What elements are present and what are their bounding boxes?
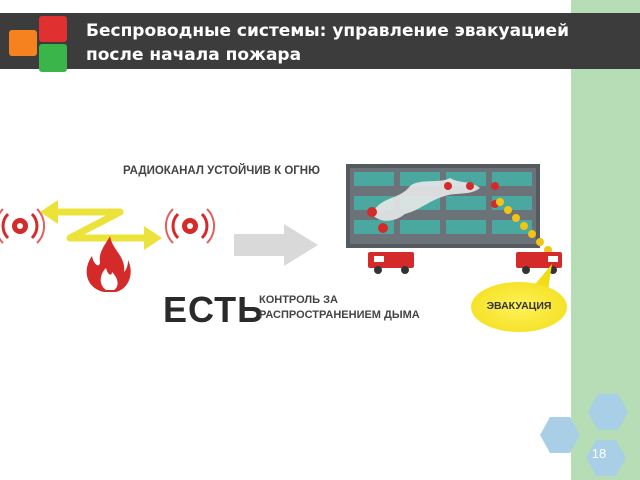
building-icon (346, 164, 560, 262)
alarm-icon (0, 208, 46, 244)
status-word: ЕСТЬ (163, 289, 264, 330)
fire-truck-icon (368, 252, 414, 274)
page-number: 18 (591, 446, 607, 461)
logo (9, 14, 71, 74)
evacuation-bubble (471, 282, 567, 332)
hexagon-decoration (540, 394, 628, 476)
radio-link-arrow (40, 200, 162, 250)
fire-truck-icon (516, 252, 562, 274)
fire-icon (86, 236, 131, 292)
evacuation-label: ЭВАКУАЦИЯ (486, 300, 552, 312)
radio-label: РАДИОКАНАЛ УСТОЙЧИВ К ОГНЮ (123, 165, 320, 177)
arrow-right-icon (234, 224, 318, 266)
title-band (0, 13, 640, 69)
alarm-icon (164, 208, 216, 244)
smoke-control-label: КОНТРОЛЬ ЗА РАСПРОСТРАНЕНИЕМ ДЫМА (259, 294, 420, 321)
slide-title: Беспроводные системы: управление эвакуац… (86, 21, 569, 65)
